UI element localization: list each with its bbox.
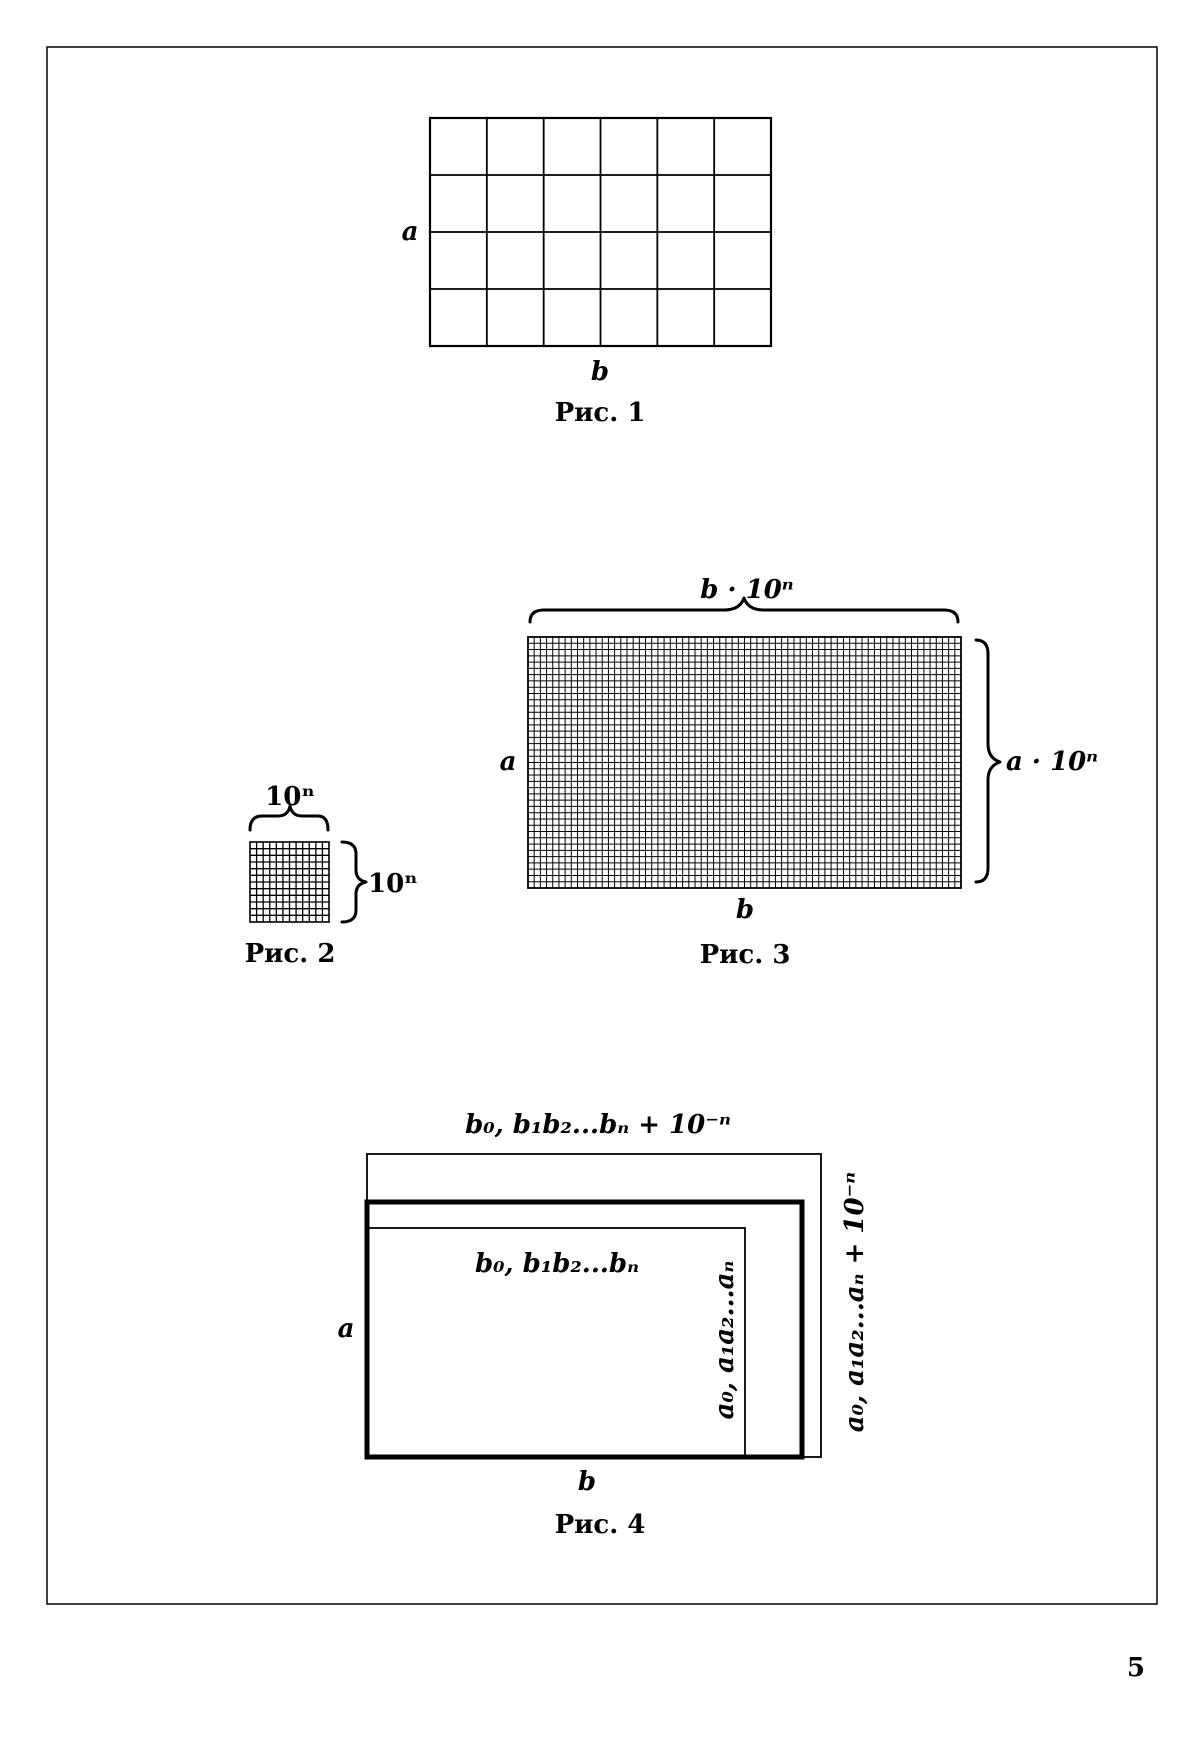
fig2-top-brace [250, 806, 328, 830]
fig3-label-top: b · 10ⁿ [700, 575, 793, 605]
fig2-right-brace [342, 842, 366, 922]
fig4-label-inner-right: a₀, a₁a₂...aₙ [710, 1261, 740, 1420]
figure-3: b · 10ⁿ a a · 10ⁿ b Рис. 3 [500, 575, 1099, 970]
fig1-caption: Рис. 1 [555, 398, 646, 428]
fig1-label-a: a [402, 217, 419, 247]
fig4-label-b: b [578, 1467, 596, 1497]
fig3-label-right: a · 10ⁿ [1006, 747, 1098, 777]
fig3-grid [528, 637, 961, 888]
figure-4: b₀, b₁b₂...bₙ + 10⁻ⁿ b₀, b₁b₂...bₙ a₀, a… [338, 1110, 870, 1540]
fig4-label-outer-right: a₀, a₁a₂...aₙ + 10⁻ⁿ [840, 1172, 870, 1432]
fig2-caption: Рис. 2 [245, 939, 336, 969]
fig3-caption: Рис. 3 [700, 940, 791, 970]
fig4-label-inner-top: b₀, b₁b₂...bₙ [475, 1249, 639, 1279]
fig3-right-brace [976, 640, 1000, 882]
fig3-top-brace [530, 598, 958, 622]
fig3-label-left: a [500, 747, 517, 777]
fig4-outer-rect [367, 1154, 821, 1457]
fig1-grid [430, 118, 771, 346]
page-number: 5 [1127, 1653, 1145, 1683]
figure-2: 10ⁿ 10ⁿ Рис. 2 [245, 782, 418, 969]
fig2-label-right: 10ⁿ [368, 869, 418, 899]
fig2-grid [250, 842, 329, 922]
fig4-label-a: a [338, 1314, 355, 1344]
fig4-label-top: b₀, b₁b₂...bₙ + 10⁻ⁿ [465, 1110, 731, 1140]
figure-1: a b Рис. 1 [402, 118, 771, 428]
fig1-label-b: b [591, 357, 609, 387]
fig4-caption: Рис. 4 [555, 1510, 646, 1540]
fig3-label-bottom: b [736, 895, 754, 925]
